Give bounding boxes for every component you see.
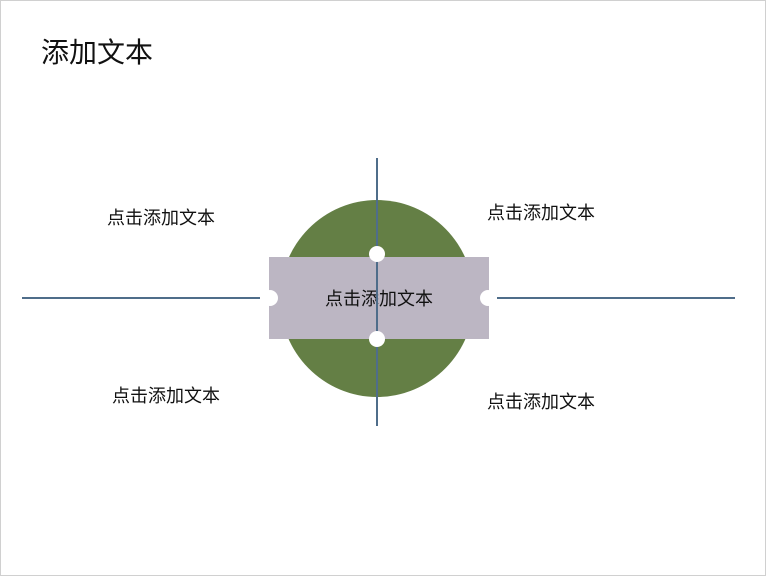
vertical-line — [376, 158, 378, 426]
label-bottom-left[interactable]: 点击添加文本 — [112, 386, 220, 407]
slide-title[interactable]: 添加文本 — [41, 36, 154, 69]
bottom-notch-dot — [369, 331, 385, 347]
left-horizontal-line — [22, 297, 260, 299]
center-text-box[interactable]: 点击添加文本 — [269, 257, 489, 339]
center-text: 点击添加文本 — [325, 289, 433, 310]
label-top-right[interactable]: 点击添加文本 — [487, 203, 595, 224]
label-bottom-right[interactable]: 点击添加文本 — [487, 392, 595, 413]
top-notch-dot — [369, 246, 385, 262]
right-horizontal-line — [497, 297, 735, 299]
right-notch-dot — [480, 290, 496, 306]
left-notch-dot — [262, 290, 278, 306]
label-top-left[interactable]: 点击添加文本 — [107, 208, 215, 229]
